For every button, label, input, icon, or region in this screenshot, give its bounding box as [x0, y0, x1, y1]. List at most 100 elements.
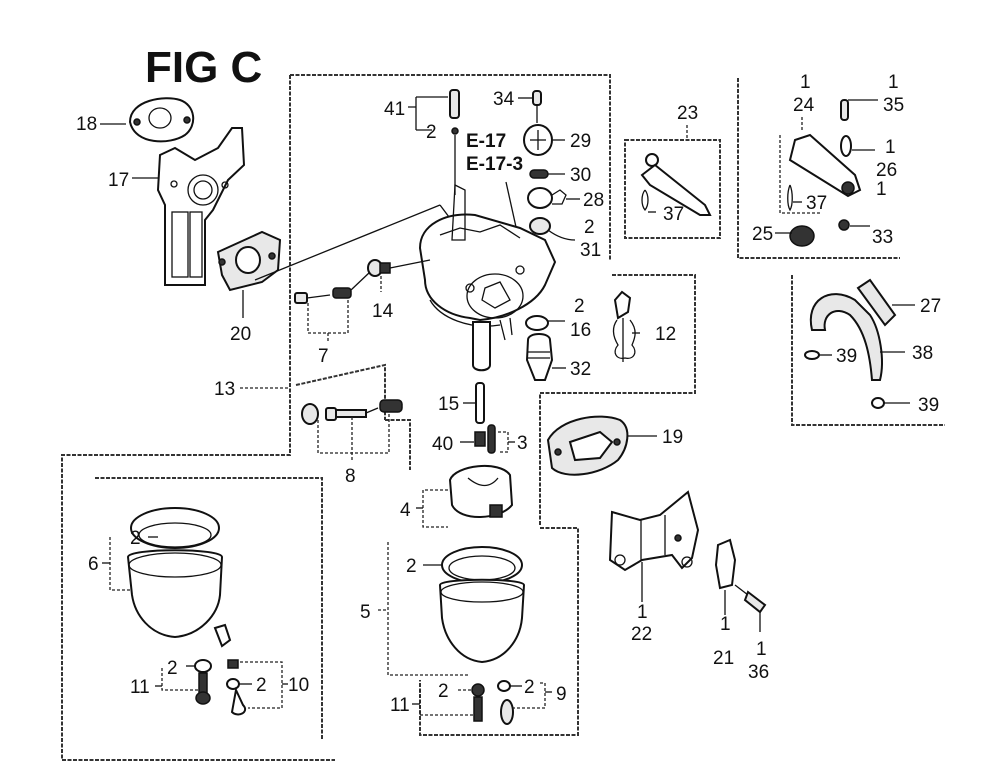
- lever-box-24: [737, 78, 900, 259]
- label-32: 32: [570, 359, 591, 380]
- part-9-drain-bolt: [497, 680, 552, 725]
- part-33-nut: [838, 219, 870, 231]
- bowl-kit-box-6: [95, 477, 323, 740]
- label-35: 35: [883, 95, 904, 116]
- label-31: 31: [580, 240, 601, 261]
- label-19: 19: [662, 427, 683, 448]
- part-7-screw-kit: [294, 271, 371, 342]
- label-5-qty: 2: [406, 556, 417, 577]
- label-31-qty: 2: [584, 217, 595, 238]
- figure-title: FIG C: [145, 43, 262, 92]
- part-27-tube: [856, 278, 915, 327]
- carburetor-outer-box: [61, 75, 335, 761]
- label-7: 7: [318, 346, 329, 367]
- label-36-qty: 1: [756, 639, 767, 660]
- label-11a: 11: [130, 677, 150, 698]
- ref-e17: E-17: [466, 131, 506, 152]
- part-39-clip-b: [871, 397, 910, 409]
- label-41-qty: 2: [426, 122, 437, 143]
- label-26-qty: 1: [885, 137, 896, 158]
- part-25-spring: [775, 225, 815, 247]
- label-12: 12: [655, 324, 676, 345]
- part-8-screw-kit: [301, 399, 403, 460]
- part-24-throttle-lever: [779, 117, 862, 214]
- label-15: 15: [438, 394, 459, 415]
- label-22-qty: 1: [637, 602, 648, 623]
- part-21-clip: [714, 538, 749, 615]
- part-5-float-bowl: [378, 542, 526, 676]
- label-5: 5: [360, 602, 371, 623]
- label-10-qty: 2: [256, 675, 267, 696]
- part-4-float: [416, 464, 514, 528]
- part-32-jet: [525, 333, 566, 381]
- part-23-choke-lever: [640, 153, 712, 216]
- label-16-qty: 2: [574, 296, 585, 317]
- part-20-gasket: [216, 204, 456, 318]
- label-20: 20: [230, 324, 251, 345]
- label-3: 3: [517, 433, 528, 454]
- label-11b: 11: [390, 695, 410, 716]
- label-8: 8: [345, 466, 356, 487]
- label-40: 40: [432, 434, 453, 455]
- label-9: 9: [556, 684, 567, 705]
- part-29-cover: [523, 124, 565, 156]
- label-11a-qty: 2: [167, 658, 178, 679]
- label-6: 6: [88, 554, 99, 575]
- part-28-diaphragm: [527, 187, 580, 209]
- part-12-float-needle: [612, 290, 640, 362]
- label-4: 4: [400, 500, 411, 521]
- part-38-fuel-tube: [809, 293, 905, 381]
- carburetor-body: [418, 183, 557, 372]
- label-27: 27: [920, 296, 941, 317]
- label-26: 26: [876, 160, 897, 181]
- label-29: 29: [570, 131, 591, 152]
- label-37b: 37: [806, 193, 827, 214]
- label-30: 30: [570, 165, 591, 186]
- part-39-clip-a: [804, 350, 832, 360]
- part-6-float-bowl: [102, 507, 232, 648]
- part-30-spring: [529, 169, 565, 179]
- label-39b: 39: [918, 395, 939, 416]
- part-34-screw: [518, 90, 542, 123]
- label-21: 21: [713, 648, 734, 669]
- label-25: 25: [752, 224, 773, 245]
- label-13: 13: [214, 379, 235, 400]
- part-41-screw: [408, 89, 460, 195]
- label-33-qty: 1: [876, 179, 887, 200]
- ref-e17-3: E-17-3: [466, 154, 523, 175]
- part-16-gasket: [525, 315, 565, 331]
- label-39a: 39: [836, 346, 857, 367]
- label-16: 16: [570, 320, 591, 341]
- label-21-qty: 1: [720, 614, 731, 635]
- label-41: 41: [384, 99, 405, 120]
- label-35-qty: 1: [888, 72, 899, 93]
- carburetor-right-box: [539, 274, 696, 525]
- label-17: 17: [108, 170, 129, 191]
- label-28: 28: [583, 190, 604, 211]
- part-19-gasket: [546, 415, 657, 476]
- part-35-screw: [840, 99, 878, 121]
- part-18-gasket: [100, 97, 195, 143]
- label-36: 36: [748, 662, 769, 683]
- label-22: 22: [631, 624, 652, 645]
- label-23: 23: [677, 103, 698, 124]
- part-36-bolt: [743, 590, 767, 632]
- part-22-bracket: [608, 490, 700, 602]
- tube-box: [791, 275, 945, 426]
- part-11-drain-screw-a: [155, 659, 212, 705]
- label-33: 33: [872, 227, 893, 248]
- label-11b-qty: 2: [438, 681, 449, 702]
- part-3-float-spring: [487, 424, 515, 454]
- part-14-screw: [367, 259, 431, 292]
- label-34: 34: [493, 89, 515, 110]
- label-37a: 37: [663, 204, 684, 225]
- label-24: 24: [793, 95, 815, 116]
- divider: [385, 419, 411, 470]
- label-18: 18: [76, 114, 97, 135]
- part-10-drain-bolt: [226, 659, 288, 716]
- part-31-gasket: [529, 217, 576, 241]
- part-40-washer: [460, 431, 486, 447]
- lever-box-23: [624, 139, 721, 239]
- label-6-qty: 2: [130, 528, 141, 549]
